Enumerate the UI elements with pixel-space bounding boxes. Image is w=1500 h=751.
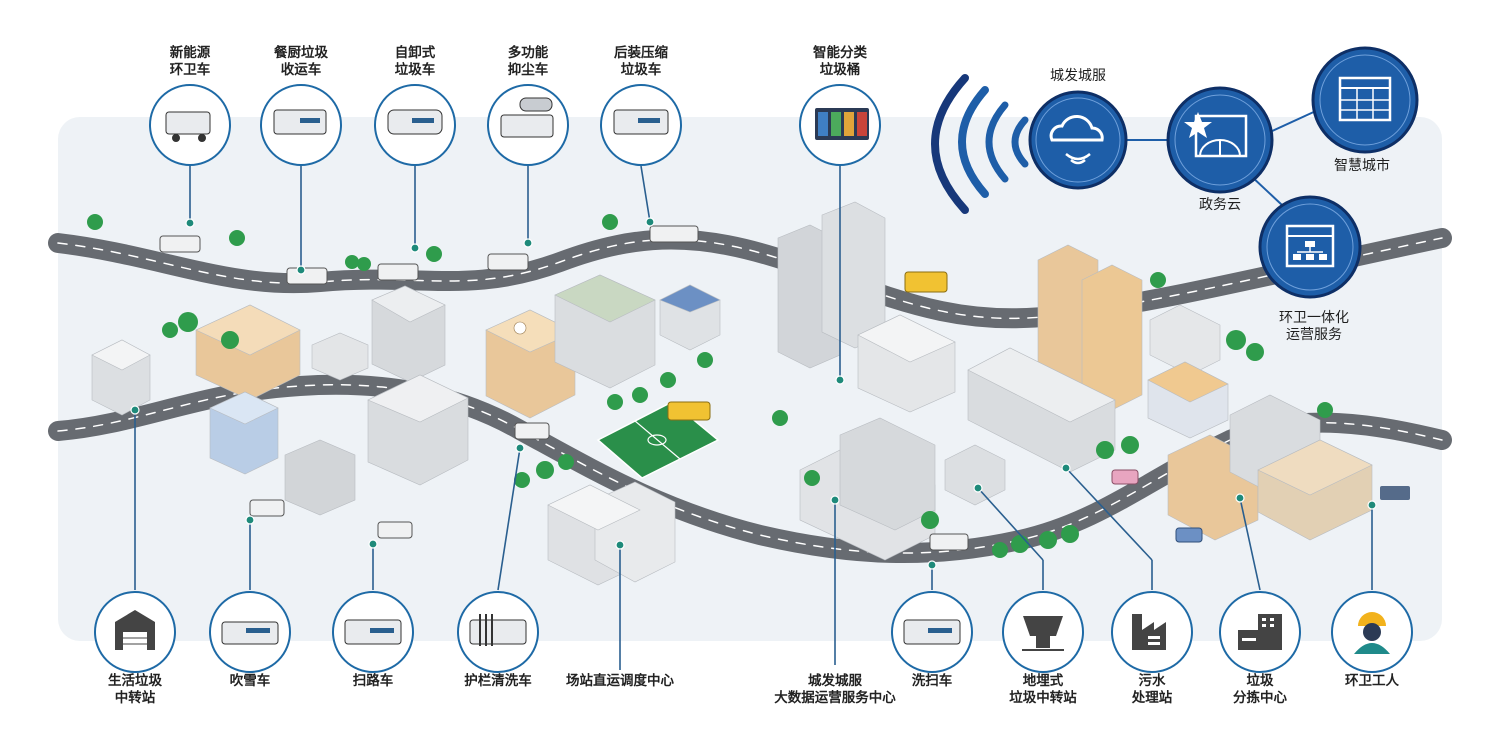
label-cloud-service: 城发城服 [1050, 68, 1106, 84]
label-rear-compression-truck: 后装压缩垃圾车 [614, 45, 668, 78]
label-kitchen-waste-truck: 餐厨垃圾收运车 [274, 45, 328, 78]
guardrail-cleaner-icon[interactable] [457, 591, 539, 673]
sanitation-truck-icon[interactable] [149, 84, 231, 166]
connector-dots [130, 217, 1377, 570]
smart-bin-icon[interactable] [799, 84, 881, 166]
sorting-center-icon[interactable] [1219, 591, 1301, 673]
label-new-energy-sanitation-truck: 新能源环卫车 [169, 45, 211, 78]
label-sanitation-worker: 环卫工人 [1345, 673, 1399, 689]
label-waste-sorting-center: 垃圾分拣中心 [1233, 673, 1287, 706]
signal-waves-icon [931, 74, 1029, 214]
vehicles [159, 225, 1410, 551]
kitchen-waste-truck-icon[interactable] [260, 84, 342, 166]
trees [87, 214, 1333, 558]
label-self-dumping-garbage-truck: 自卸式垃圾车 [394, 45, 436, 78]
cloud-service-icon[interactable] [1028, 90, 1128, 190]
label-smart-city: 智慧城市 [1334, 158, 1390, 174]
label-big-data-center: 城发城服大数据运营服务中心 [774, 673, 896, 706]
label-waste-transfer-station: 生活垃圾中转站 [108, 673, 162, 706]
government-cloud-icon[interactable] [1166, 86, 1274, 194]
bottom-icon-circles [94, 591, 1413, 673]
factory-icon[interactable] [1111, 591, 1193, 673]
network-cluster [931, 46, 1419, 299]
label-multi-function-dust-truck: 多功能抑尘车 [507, 45, 549, 78]
compression-truck-icon[interactable] [600, 84, 682, 166]
worker-icon[interactable] [1331, 591, 1413, 673]
washing-sweeper-icon[interactable] [891, 591, 973, 673]
integrated-service-icon[interactable] [1258, 195, 1362, 299]
buildings [91, 201, 1373, 586]
smart-city-icon[interactable] [1311, 46, 1419, 154]
snow-blower-icon[interactable] [209, 591, 291, 673]
dump-truck-icon[interactable] [374, 84, 456, 166]
connector-lines [134, 165, 1373, 670]
warehouse-icon[interactable] [94, 591, 176, 673]
label-guardrail-cleaner: 护栏清洗车 [464, 673, 532, 689]
label-snow-blower-truck: 吹雪车 [229, 673, 271, 689]
label-integrated-service: 环卫一体化运营服务 [1279, 310, 1349, 343]
label-washing-sweeper: 洗扫车 [911, 673, 953, 689]
top-icon-circles [149, 84, 881, 166]
label-government-cloud: 政务云 [1199, 197, 1241, 213]
label-smart-sorting-bin: 智能分类垃圾桶 [813, 45, 867, 78]
underground-station-icon[interactable] [1002, 591, 1084, 673]
soccer-field [596, 401, 720, 479]
label-street-sweeper: 扫路车 [352, 673, 394, 689]
label-dispatch-center: 场站直运调度中心 [566, 673, 674, 689]
dust-suppression-truck-icon[interactable] [487, 84, 569, 166]
sweeper-truck-icon[interactable] [332, 591, 414, 673]
label-underground-transfer-station: 地埋式垃圾中转站 [1009, 673, 1077, 706]
label-sewage-plant: 污水处理站 [1131, 673, 1173, 706]
